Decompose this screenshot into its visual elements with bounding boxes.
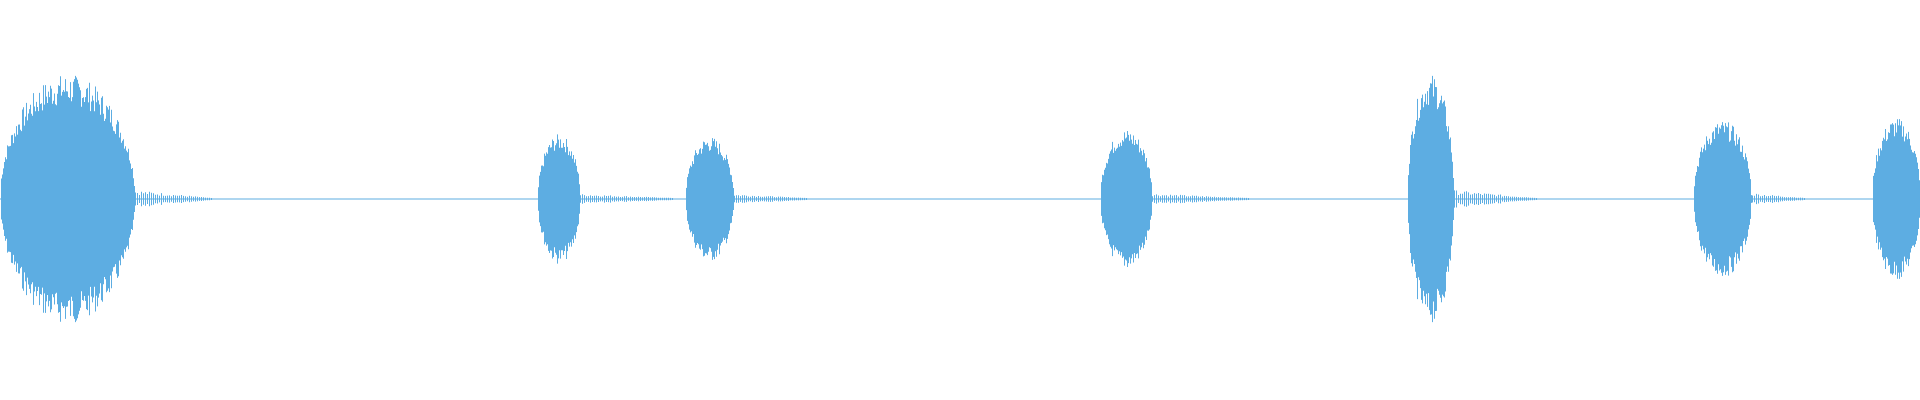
waveform-burst-3: [686, 138, 807, 260]
waveform-burst-7: [1873, 119, 1920, 279]
waveform-burst-4: [1101, 131, 1249, 267]
waveform-burst-2: [538, 134, 673, 264]
waveform-burst-5: [1408, 75, 1537, 323]
waveform-bursts: [1, 75, 1920, 323]
waveform-burst-6: [1694, 122, 1805, 276]
waveform-burst-1: [1, 75, 212, 323]
